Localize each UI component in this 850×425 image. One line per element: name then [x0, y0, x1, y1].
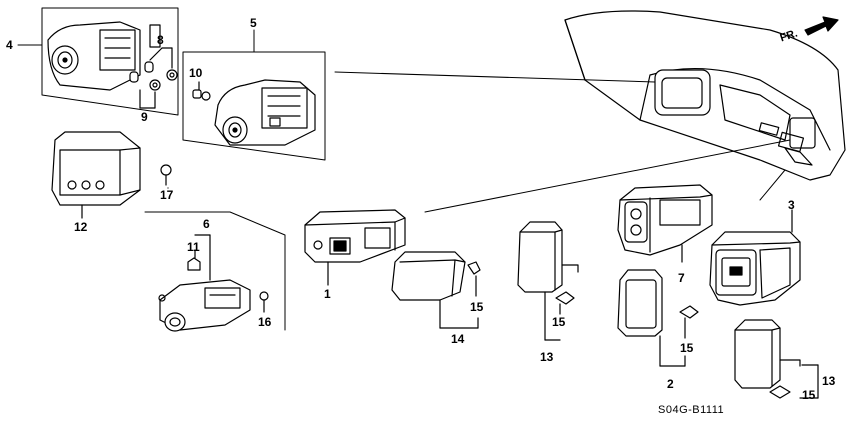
callout-9: 9	[141, 110, 148, 124]
group-6-frame	[144, 211, 286, 331]
callout-10: 10	[189, 66, 203, 80]
screw-16	[259, 291, 269, 313]
callout-3: 3	[788, 198, 795, 212]
callout-13b: 13	[822, 374, 836, 388]
callout-15b: 15	[552, 315, 566, 329]
screw-17	[160, 164, 172, 189]
switch-part-12	[51, 131, 141, 219]
callout-8: 8	[157, 33, 164, 47]
callout-4: 4	[6, 38, 13, 52]
dashboard-illustration	[564, 10, 846, 181]
clip-15b	[555, 291, 575, 315]
callout-16: 16	[258, 315, 272, 329]
bracket-6-11	[187, 234, 211, 281]
clip-15a	[467, 261, 481, 297]
clip-15c	[679, 305, 699, 339]
callout-7: 7	[678, 271, 685, 285]
callout-2: 2	[667, 377, 674, 391]
callout-14: 14	[451, 332, 465, 346]
group-4-frame	[17, 7, 179, 116]
switch-part-3	[709, 209, 801, 306]
clip-15d	[769, 385, 791, 399]
callout-13a: 13	[540, 350, 554, 364]
switch-part-5	[214, 79, 316, 146]
callout-1: 1	[324, 287, 331, 301]
blank-cover-13-left	[517, 221, 579, 341]
switch-part-4	[47, 21, 161, 91]
callout-12: 12	[74, 220, 88, 234]
group-5-frame	[182, 29, 326, 161]
callout-17: 17	[160, 188, 174, 202]
switch-part-1	[304, 209, 406, 286]
bulb-socket-10	[192, 81, 211, 101]
callout-15c: 15	[680, 341, 694, 355]
bezel-part-2	[617, 269, 686, 367]
callout-5: 5	[250, 16, 257, 30]
leader-lines	[334, 71, 791, 213]
blank-cover-14	[391, 251, 479, 329]
callout-15d: 15	[802, 388, 816, 402]
callout-11: 11	[187, 240, 200, 254]
callout-15a: 15	[470, 300, 484, 314]
blank-cover-13-right	[734, 319, 819, 399]
diagram-code: S04G-B1111	[658, 404, 725, 416]
callout-6: 6	[203, 217, 210, 231]
switch-part-6	[158, 279, 251, 332]
bulb-sockets-8-9	[129, 47, 178, 109]
front-direction-arrow	[804, 16, 839, 36]
switch-part-7	[617, 184, 713, 263]
